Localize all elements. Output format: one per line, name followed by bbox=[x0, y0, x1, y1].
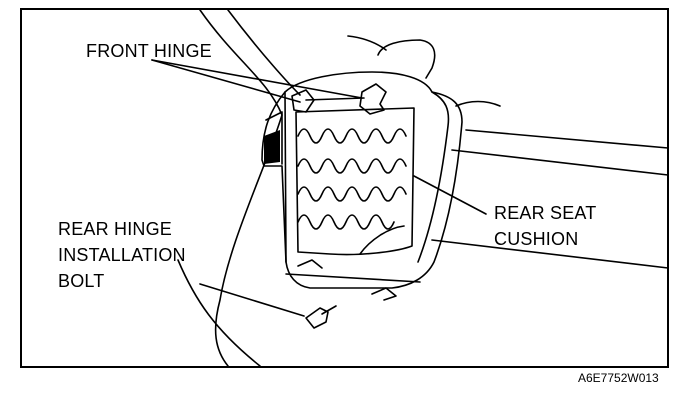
rear-hinge-bracket-right bbox=[371, 287, 397, 301]
leader-front-hinge-2 bbox=[151, 59, 363, 99]
installation-bolt bbox=[305, 305, 337, 329]
body-line-floor bbox=[177, 259, 261, 367]
leader-front-hinge-1 bbox=[151, 59, 301, 103]
front-hinge-left bbox=[291, 89, 315, 113]
spring-3 bbox=[297, 186, 407, 202]
seat-cushion-edge-inner bbox=[417, 91, 450, 263]
body-line-right-4 bbox=[455, 100, 501, 107]
rear-seat-label-line2: CUSHION bbox=[494, 229, 579, 249]
rear-hinge-label-line1: REAR HINGE bbox=[58, 219, 173, 239]
front-hinge-right bbox=[359, 83, 387, 115]
rear-hinge-label-line3: BOLT bbox=[58, 271, 105, 291]
seat-frame-left bbox=[261, 91, 287, 263]
body-line-right-2 bbox=[451, 149, 669, 176]
body-line-right-1 bbox=[465, 129, 669, 149]
seat-cushion-outline bbox=[284, 71, 463, 289]
front-hinge-label: FRONT HINGE bbox=[86, 41, 212, 61]
floor-edge bbox=[285, 273, 421, 283]
body-line-left-inner bbox=[227, 9, 301, 96]
inner-frame bbox=[295, 107, 415, 256]
leader-rear-hinge bbox=[199, 283, 305, 317]
spring-2 bbox=[297, 158, 407, 174]
body-line-left-outer bbox=[199, 9, 283, 367]
seat-frame-shadow bbox=[264, 130, 280, 164]
front-hinge-rod bbox=[305, 97, 365, 101]
spring-4 bbox=[297, 214, 395, 230]
leader-rear-seat bbox=[413, 175, 487, 215]
body-line-right-3 bbox=[431, 239, 669, 269]
headrest bbox=[377, 39, 436, 79]
seat-frame-left-slot bbox=[265, 111, 283, 165]
rear-hinge-bracket-left bbox=[297, 259, 323, 269]
inner-frame-fold bbox=[359, 225, 405, 255]
diagram-frame bbox=[20, 8, 669, 368]
body-line-top bbox=[347, 35, 387, 51]
figure-code: A6E7752W013 bbox=[578, 371, 659, 385]
rear-seat-label-line1: REAR SEAT bbox=[494, 203, 597, 223]
spring-1 bbox=[297, 128, 407, 144]
rear-hinge-label-line2: INSTALLATION bbox=[58, 245, 186, 265]
